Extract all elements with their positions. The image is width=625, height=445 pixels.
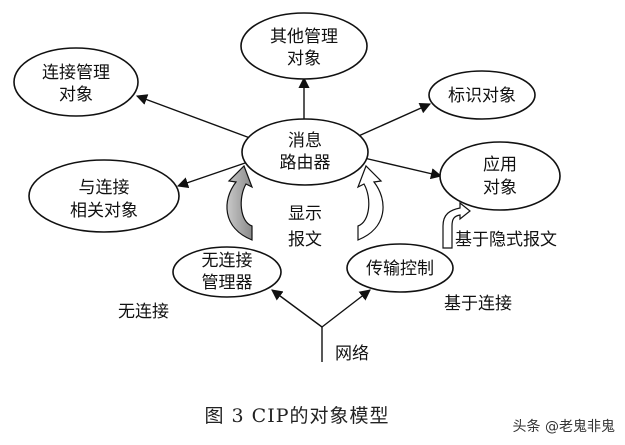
router-edges: [135, 76, 443, 189]
node-label-line: 相关对象: [70, 201, 138, 221]
node-label-line: 对象: [287, 49, 321, 69]
label-network: 网络: [335, 344, 369, 364]
node-connection-management-object: 连接管理 对象: [13, 47, 139, 117]
curved-arrow-right-icon: [356, 164, 384, 241]
edge-router-to-identity: [353, 103, 432, 139]
node-connection-related-objects: 与连接 相关对象: [28, 159, 180, 233]
edge-router-to-conn-related: [176, 161, 249, 189]
label-explicit-message: 报文: [288, 230, 322, 250]
curved-arrow-left-icon: [226, 164, 254, 241]
node-label-line: 传输控制: [366, 259, 434, 279]
node-unconnected-message-manager: 无连接 管理器: [172, 246, 282, 298]
node-identity-object: 标识对象: [428, 70, 536, 120]
watermark: 头条 @老鬼非鬼: [513, 418, 615, 435]
edge-network-to-unconnected: [271, 289, 323, 328]
node-label-line: 对象: [59, 85, 93, 105]
node-label-line: 标识对象: [448, 86, 516, 106]
edge-router-to-application: [363, 157, 443, 180]
node-label-line: 应用: [483, 155, 517, 175]
node-label-line: 路由器: [280, 153, 331, 173]
curved-arrow-application-icon: [442, 201, 471, 249]
node-application-object: 应用 对象: [439, 141, 561, 211]
node-label-line: 对象: [483, 178, 517, 198]
label-connected: 基于连接: [444, 294, 512, 314]
node-label-line: 消息: [288, 131, 322, 151]
edge-router-to-conn-mgmt: [135, 94, 251, 139]
label-unconnected: 无连接: [118, 302, 169, 322]
node-label-line: 与连接: [79, 178, 130, 198]
node-label-line: 管理器: [202, 273, 253, 293]
node-label-line: 无连接: [202, 251, 253, 271]
node-label-line: 连接管理: [42, 63, 110, 83]
node-transport-control: 传输控制: [346, 243, 454, 293]
label-implicit-message: 基于隐式报文: [455, 230, 557, 250]
node-label-line: 其他管理: [270, 27, 338, 47]
node-other-management-objects: 其他管理 对象: [240, 12, 368, 80]
figure-caption: 图 3 CIP的对象模型: [205, 405, 390, 427]
node-message-router: 消息 路由器: [241, 118, 369, 186]
network-edges: [271, 289, 371, 362]
edge-network-to-transport: [321, 289, 371, 328]
label-explicit-message: 显示: [288, 204, 322, 224]
